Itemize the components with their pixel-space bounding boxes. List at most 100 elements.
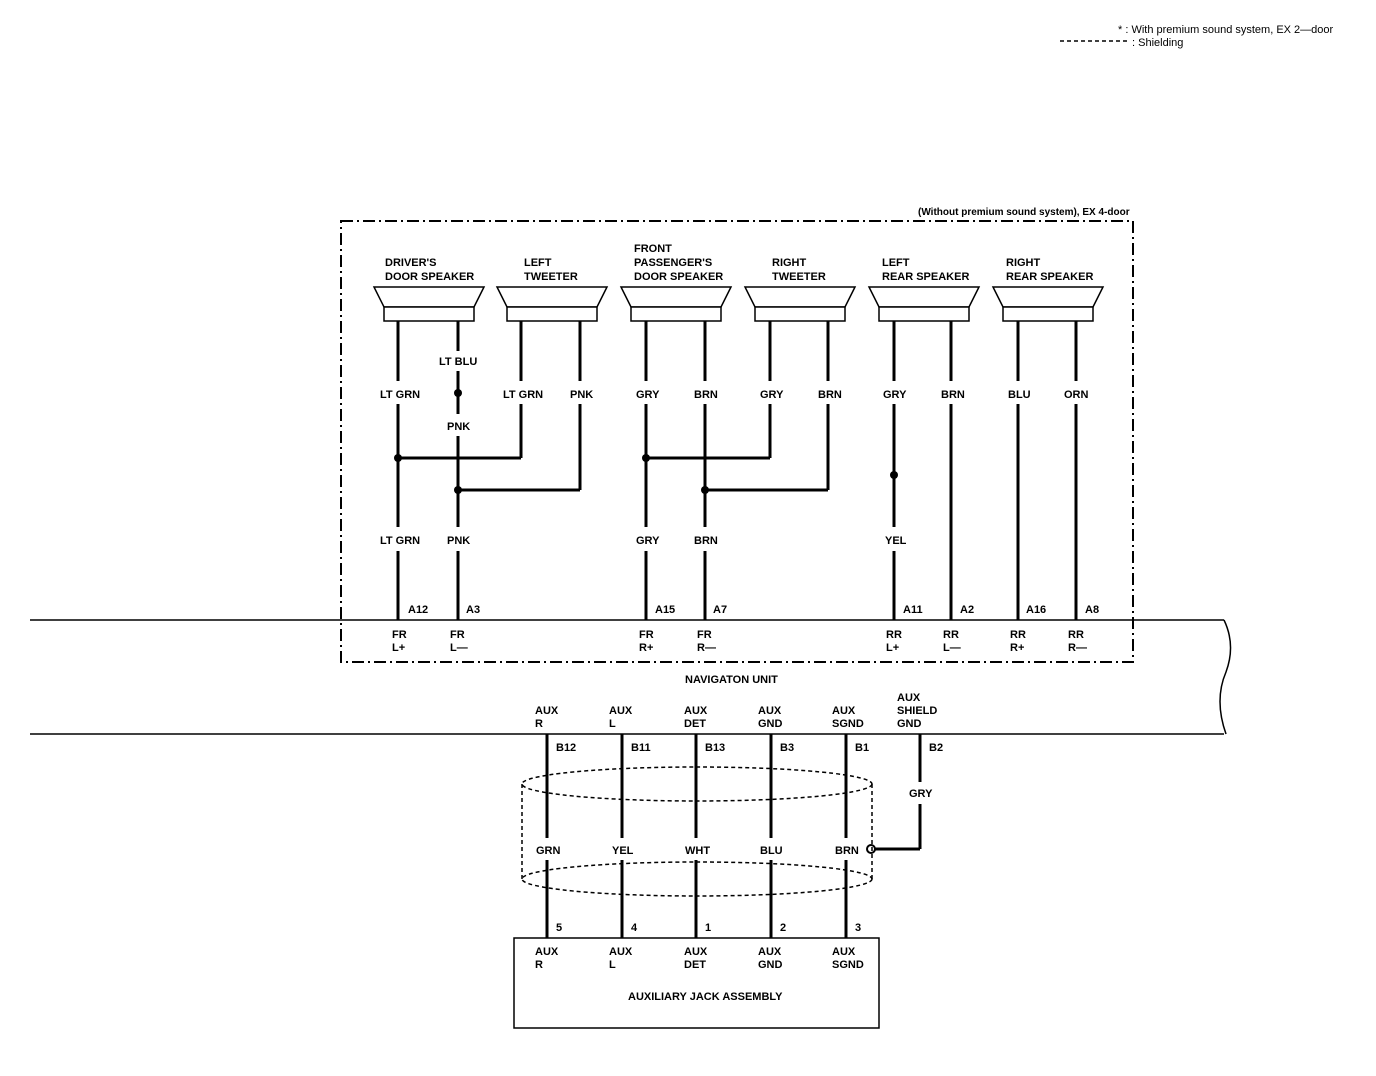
aux-wires [545,734,922,938]
auxiliary-jack-assembly: AUX R AUX L AUX DET AUX GND AUX SGND AUX… [513,937,880,1029]
wire-label: PNK [570,389,593,401]
wire-label: BRN [818,389,842,401]
terminal-label: L— [450,642,468,654]
pin-number: B13 [705,742,725,754]
terminal-label: SHIELD [897,705,937,717]
wire-label: GRY [636,389,660,401]
pin-number: A15 [655,604,675,616]
terminal-label: GND [897,718,922,730]
right-rear-speaker-icon [991,286,1105,322]
jack-assembly-label: AUXILIARY JACK ASSEMBLY [628,991,783,1003]
terminal-label: AUX [609,946,633,958]
pin-number: 2 [780,922,786,934]
speaker-labels: DRIVER'S DOOR SPEAKER LEFT TWEETER FRONT… [385,243,1093,283]
wire-label: BRN [694,389,718,401]
right-tweeter-label-2: TWEETER [772,271,826,283]
terminal-label: AUX [758,705,782,717]
navigation-unit-label: NAVIGATON UNIT [685,674,778,686]
terminal-label: AUX [832,705,856,717]
terminal-label: GND [758,718,783,730]
terminal-label: AUX [535,946,559,958]
wire-label: BRN [694,535,718,547]
terminal-label: L— [943,642,961,654]
terminal-label: L+ [392,642,405,654]
terminal-label: R [535,959,543,971]
wire-label: GRY [883,389,907,401]
wire-label: YEL [612,845,634,857]
wire-label: GRY [636,535,660,547]
pin-number: 3 [855,922,861,934]
front-passenger-label-2: PASSENGER'S [634,257,712,269]
left-tweeter-icon [495,286,609,322]
terminal-label: FR [450,629,465,641]
terminal-label: AUX [684,705,708,717]
wire-color-labels-lower: LT GRN PNK GRY BRN YEL [380,535,907,547]
legend: * : With premium sound system, EX 2—door… [1060,24,1334,49]
pin-number: B11 [631,742,651,754]
left-rear-speaker-icon [867,286,981,322]
terminal-label: RR [886,629,902,641]
speaker-wires [394,321,1078,620]
pin-number: 5 [556,922,562,934]
navigation-unit: NAVIGATON UNIT [30,619,1232,735]
pin-number: A12 [408,604,428,616]
right-tweeter-label-1: RIGHT [772,257,807,269]
driver-speaker-label-2: DOOR SPEAKER [385,271,474,283]
front-passenger-label-3: DOOR SPEAKER [634,271,723,283]
pin-number: A16 [1026,604,1046,616]
wire-label: LT GRN [380,389,420,401]
front-passenger-label-1: FRONT [634,243,672,255]
wire-label: LT GRN [380,535,420,547]
terminal-label: AUX [684,946,708,958]
wire-label: GRN [536,845,561,857]
legend-premium-note: * : With premium sound system, EX 2—door [1118,24,1334,36]
pin-number: B2 [929,742,943,754]
wire-label: GRY [760,389,784,401]
terminal-label: DET [684,959,706,971]
terminal-label: R— [697,642,716,654]
terminal-label: R— [1068,642,1087,654]
nav-top-pins: A12 A3 A15 A7 A11 A2 A16 A8 FR L+ FR L— … [392,604,1099,654]
pin-number: 4 [631,922,638,934]
terminal-label: FR [697,629,712,641]
terminal-label: GND [758,959,783,971]
wire-label: BRN [835,845,859,857]
terminal-label: SGND [832,959,864,971]
terminal-label: L [609,959,616,971]
pin-number: 1 [705,922,711,934]
option-box [340,220,1134,663]
terminal-label: FR [392,629,407,641]
left-tweeter-label-2: TWEETER [524,271,578,283]
pin-number: A11 [903,604,923,616]
terminal-label: R+ [1010,642,1024,654]
front-passenger-speaker-icon [619,286,733,322]
pin-number: A2 [960,604,974,616]
wire-label: WHT [685,845,710,857]
pin-number: B3 [780,742,794,754]
pin-number: A7 [713,604,727,616]
pin-number: B1 [855,742,869,754]
terminal-label: R [535,718,543,730]
terminal-label: RR [1068,629,1084,641]
terminal-label: DET [684,718,706,730]
left-rear-label-2: REAR SPEAKER [882,271,969,283]
wire-label: BLU [760,845,783,857]
terminal-label: AUX [609,705,633,717]
terminal-label: L [609,718,616,730]
nav-bottom-terminals: AUX R AUX L AUX DET AUX GND AUX SGND AUX… [535,692,937,730]
wire-label: GRY [909,788,933,800]
aux-wire-labels: GRN YEL WHT BLU BRN GRY [536,788,933,857]
terminal-label: RR [943,629,959,641]
driver-speaker-icon [372,286,486,322]
right-rear-label-2: REAR SPEAKER [1006,271,1093,283]
wire-label: YEL [885,535,907,547]
wire-label: LT BLU [439,356,477,368]
left-tweeter-label-1: LEFT [524,257,552,269]
terminal-label: FR [639,629,654,641]
wire-label: LT GRN [503,389,543,401]
nav-bottom-pins: B12 B11 B13 B3 B1 B2 [556,742,943,754]
terminal-label: L+ [886,642,899,654]
driver-speaker-label-1: DRIVER'S [385,257,437,269]
terminal-label: AUX [897,692,921,704]
